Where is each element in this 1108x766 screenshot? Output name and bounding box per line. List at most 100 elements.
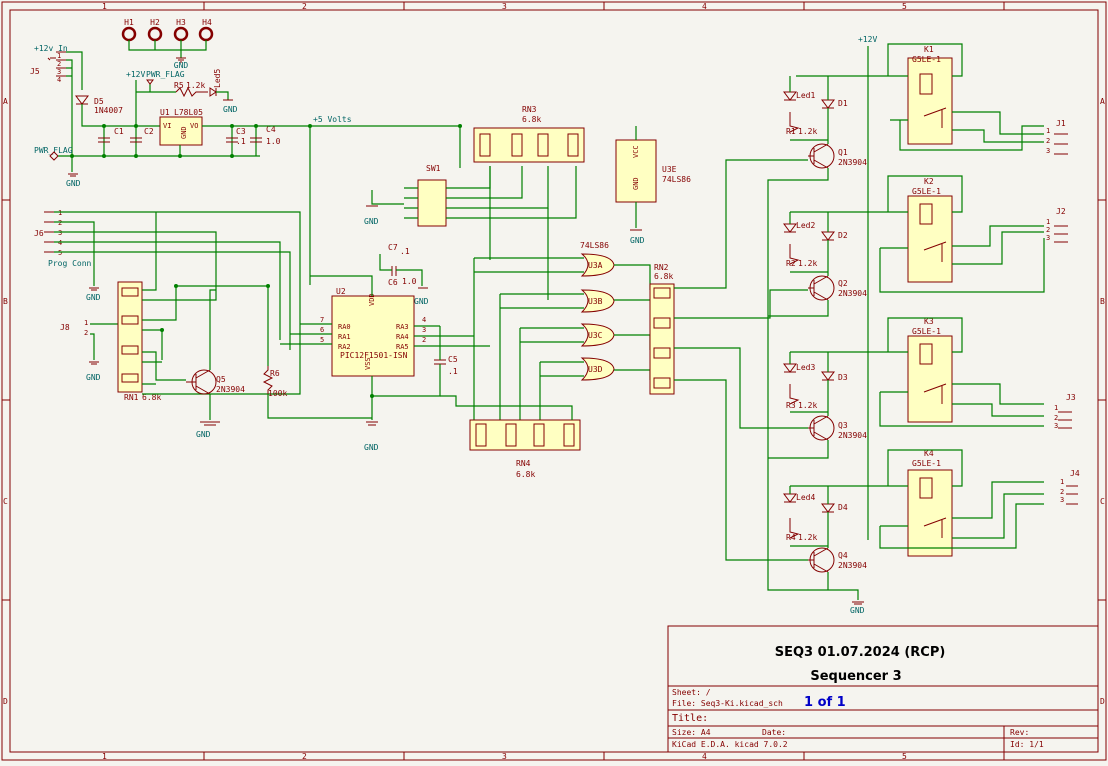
svg-text:7: 7 bbox=[320, 316, 324, 324]
j2-label: J2 bbox=[1056, 207, 1066, 216]
d5-value: 1N4007 bbox=[94, 106, 123, 115]
c5-value: .1 bbox=[448, 367, 458, 376]
u2-body bbox=[331, 295, 415, 377]
file-label: File: Seq3-Ki.kicad_sch bbox=[672, 699, 783, 708]
svg-text:3: 3 bbox=[57, 68, 61, 76]
svg-text:1: 1 bbox=[58, 209, 62, 217]
u2-value: PIC12F1501-ISN bbox=[340, 351, 408, 360]
frame-row-a: A bbox=[3, 97, 8, 106]
v12-label: +12V bbox=[126, 70, 145, 79]
k3-label: K3 bbox=[924, 317, 934, 326]
h2-label: H2 bbox=[150, 18, 160, 27]
svg-text:2: 2 bbox=[1046, 226, 1050, 234]
r6-value: 100k bbox=[268, 389, 287, 398]
c1-label: C1 bbox=[114, 127, 124, 136]
k1-value: G5LE-1 bbox=[912, 55, 941, 64]
q2-label: Q2 bbox=[838, 279, 848, 288]
svg-text:3: 3 bbox=[1054, 422, 1058, 430]
svg-text:1: 1 bbox=[84, 319, 88, 327]
q1-label: Q1 bbox=[838, 148, 848, 157]
c4-value: 1.0 bbox=[266, 137, 281, 146]
power-section: +12v In J5 12 34 D5 1N4007 C1 C2 C3 .1 C… bbox=[30, 44, 462, 285]
output-connectors: J1 123 J2 123 J3 123 J4 123 bbox=[1046, 119, 1080, 505]
j4-label: J4 bbox=[1070, 469, 1080, 478]
ra4-pin: RA4 bbox=[396, 333, 409, 341]
gnd-label-holes: GND bbox=[174, 61, 189, 70]
ra5-pin: RA5 bbox=[396, 343, 409, 351]
q4-value: 2N3904 bbox=[838, 561, 867, 570]
svg-text:2: 2 bbox=[57, 60, 61, 68]
frame-col-3: 3 bbox=[502, 2, 507, 11]
frame-col-3-bottom: 3 bbox=[502, 752, 507, 761]
ra0-pin: RA0 bbox=[338, 323, 351, 331]
ra2-pin: RA2 bbox=[338, 343, 351, 351]
svg-text:1: 1 bbox=[1054, 404, 1058, 412]
frame-row-c-right: C bbox=[1100, 497, 1105, 506]
tool-label: KiCad E.D.A. kicad 7.0.2 bbox=[672, 740, 788, 749]
gnd-label-u2: GND bbox=[364, 443, 379, 452]
u3d-label: U3D bbox=[588, 365, 603, 374]
relay-k4 bbox=[907, 469, 953, 557]
gnd-label-relays: GND bbox=[850, 606, 865, 615]
u3e-gnd: GND bbox=[632, 177, 640, 190]
u3e-value: 74LS86 bbox=[662, 175, 691, 184]
frame-row-b-right: B bbox=[1100, 297, 1105, 306]
frame-col-1: 1 bbox=[102, 2, 107, 11]
id-label: Id: 1/1 bbox=[1010, 740, 1044, 749]
rn1-label: RN1 bbox=[124, 393, 139, 402]
frame-row-b: B bbox=[3, 297, 8, 306]
date-label: Date: bbox=[762, 728, 786, 737]
q5-label: Q5 bbox=[216, 375, 226, 384]
c7-label: C7 bbox=[388, 243, 398, 252]
svg-text:4: 4 bbox=[57, 76, 61, 84]
svg-text:2: 2 bbox=[84, 329, 88, 337]
q5-value: 2N3904 bbox=[216, 385, 245, 394]
led3-label: Led3 bbox=[796, 363, 815, 372]
svg-text:1: 1 bbox=[1046, 127, 1050, 135]
h1-label: H1 bbox=[124, 18, 134, 27]
u1-gnd: GND bbox=[180, 126, 188, 139]
led5-label: Led5 bbox=[213, 69, 222, 88]
pwrflag-label-top: PWR_FLAG bbox=[146, 70, 185, 79]
rev-label: Rev: bbox=[1010, 728, 1029, 737]
svg-text:2: 2 bbox=[1046, 137, 1050, 145]
u3a-label: U3A bbox=[588, 261, 603, 270]
frame-row-c: C bbox=[3, 497, 8, 506]
rn2-value: 6.8k bbox=[654, 272, 673, 281]
d1-label: D1 bbox=[838, 99, 848, 108]
rn3-switch-section: RN3 6.8k SW1 GND VCC GND U3E 74LS86 GND bbox=[364, 105, 691, 245]
r4-label: R4 bbox=[786, 533, 796, 542]
j1-label: J1 bbox=[1056, 119, 1066, 128]
rn2-label: RN2 bbox=[654, 263, 669, 272]
u3-value: 74LS86 bbox=[580, 241, 609, 250]
led4-label: Led4 bbox=[796, 493, 815, 502]
r1-value: 1.2k bbox=[798, 127, 817, 136]
relay-k3 bbox=[907, 335, 953, 423]
svg-text:5: 5 bbox=[58, 249, 62, 257]
frame-col-4: 4 bbox=[702, 2, 707, 11]
dip-switch-sw1[interactable] bbox=[417, 179, 447, 227]
relays: K1 G5LE-1 K2 G5LE-1 K3 G5LE-1 K4 G5LE-1 bbox=[868, 43, 1045, 557]
frame-col-5-bottom: 5 bbox=[902, 752, 907, 761]
frame-row-d-right: D bbox=[1100, 697, 1105, 706]
u2-label: U2 bbox=[336, 287, 346, 296]
gnd-label-j8: GND bbox=[86, 373, 101, 382]
j8-label: J8 bbox=[60, 323, 70, 332]
sheet-label: Sheet: / bbox=[672, 688, 711, 697]
title-field-label: Title: bbox=[672, 713, 708, 724]
frame-col-1-bottom: 1 bbox=[102, 752, 107, 761]
u1-vo: VO bbox=[190, 122, 198, 130]
title-block: SEQ3 01.07.2024 (RCP) Sequencer 3 Sheet:… bbox=[667, 625, 1099, 753]
k3-value: G5LE-1 bbox=[912, 327, 941, 336]
frame-col-2: 2 bbox=[302, 2, 307, 11]
svg-text:2: 2 bbox=[422, 336, 426, 344]
u3c-label: U3C bbox=[588, 331, 603, 340]
svg-text:1: 1 bbox=[57, 52, 61, 60]
c7-value: .1 bbox=[400, 247, 410, 256]
schematic-title: SEQ3 01.07.2024 (RCP) bbox=[775, 645, 946, 660]
resistor-network-rn2: RN2 6.8k bbox=[649, 159, 808, 561]
d2-label: D2 bbox=[838, 231, 848, 240]
rn3-label: RN3 bbox=[522, 105, 537, 114]
c3-value: .1 bbox=[236, 137, 246, 146]
